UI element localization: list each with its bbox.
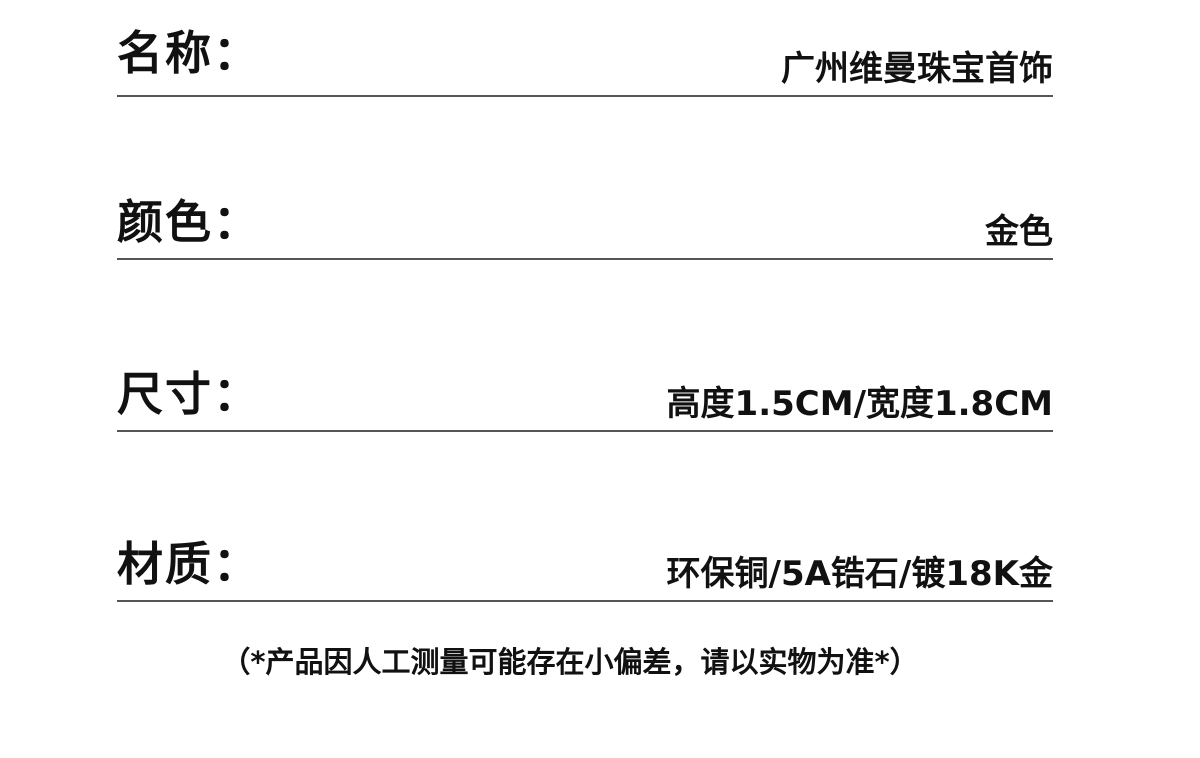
color-label: 颜色： [117,195,261,249]
name-divider [117,95,1053,97]
disclaimer-note: （*产品因人工测量可能存在小偏差，请以实物为准*） [221,645,919,679]
material-value: 环保铜/5A锆石/镀18K金 [666,554,1053,594]
spec-row-size: 尺寸： 高度1.5CM/宽度1.8CM [117,365,1053,445]
color-value: 金色 [985,212,1053,252]
name-label: 名称： [117,26,261,80]
size-divider [117,430,1053,432]
size-value: 高度1.5CM/宽度1.8CM [666,384,1053,424]
size-label: 尺寸： [117,367,261,421]
material-label: 材质： [117,537,261,591]
spec-row-color: 颜色： 金色 [117,195,1053,275]
spec-row-material: 材质： 环保铜/5A锆石/镀18K金 [117,535,1053,615]
material-divider [117,600,1053,602]
color-divider [117,258,1053,260]
spec-row-name: 名称： 广州维曼珠宝首饰 [117,30,1053,110]
name-value: 广州维曼珠宝首饰 [781,49,1053,89]
